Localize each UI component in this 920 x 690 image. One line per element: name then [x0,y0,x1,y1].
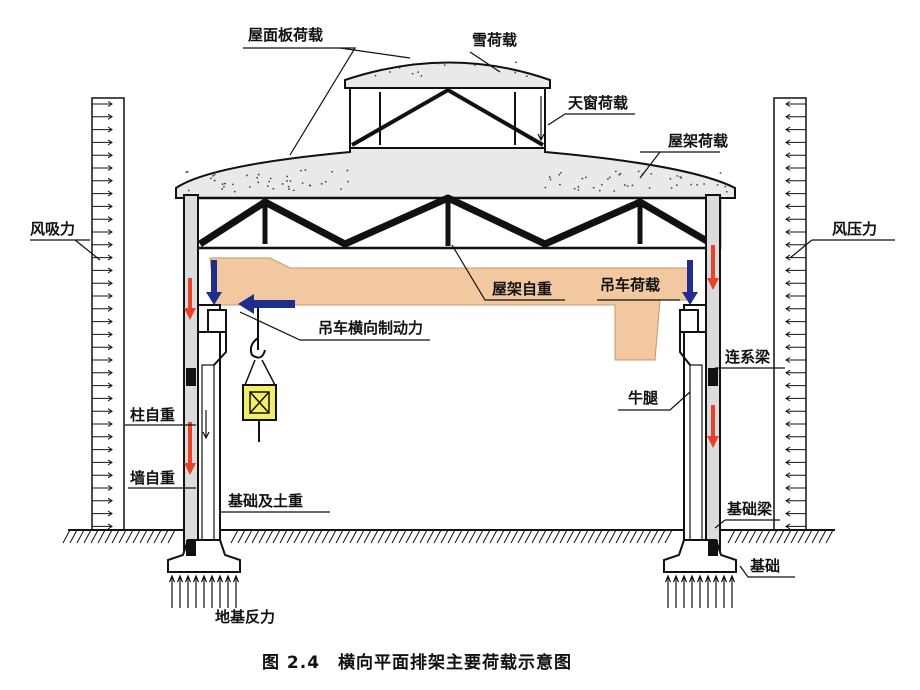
label-snow-load: 雪荷载 [472,31,517,49]
label-foundation: 基础 [749,557,780,575]
label-tie-beam: 连系梁 [725,348,771,366]
label-wind-pressure: 风压力 [832,220,877,238]
label-skylight-load: 天窗荷载 [568,94,628,112]
label-column-self-weight: 柱自重 [130,406,175,424]
figure-caption: 图 2.4 横向平面排架主要荷载示意图 [262,652,572,673]
label-truss-load: 屋架荷载 [668,132,728,150]
label-wall-self-weight: 墙自重 [130,469,175,487]
crane-hook [243,305,276,442]
wind-pressure-panel [774,98,806,530]
label-foundation-soil-weight: 基础及土重 [227,492,303,510]
label-crane-load: 吊车荷载 [600,276,660,294]
label-corbel: 牛腿 [628,389,658,407]
ground-reaction-arrows [170,576,735,608]
label-foundation-beam: 基础梁 [726,500,773,518]
label-wind-suction: 风吸力 [30,220,75,238]
roof-truss [190,198,720,248]
roof-outline [176,61,735,198]
label-roof-panel-load: 屋面板荷载 [248,26,323,44]
label-ground-reaction: 地基反力 [215,608,275,626]
label-crane-braking: 吊车横向制动力 [318,319,423,337]
crane-beam [210,258,690,360]
left-foundation [168,540,240,572]
label-truss-self-weight: 屋架自重 [492,280,552,298]
right-foundation [664,540,736,572]
wind-suction-panel [92,98,124,530]
